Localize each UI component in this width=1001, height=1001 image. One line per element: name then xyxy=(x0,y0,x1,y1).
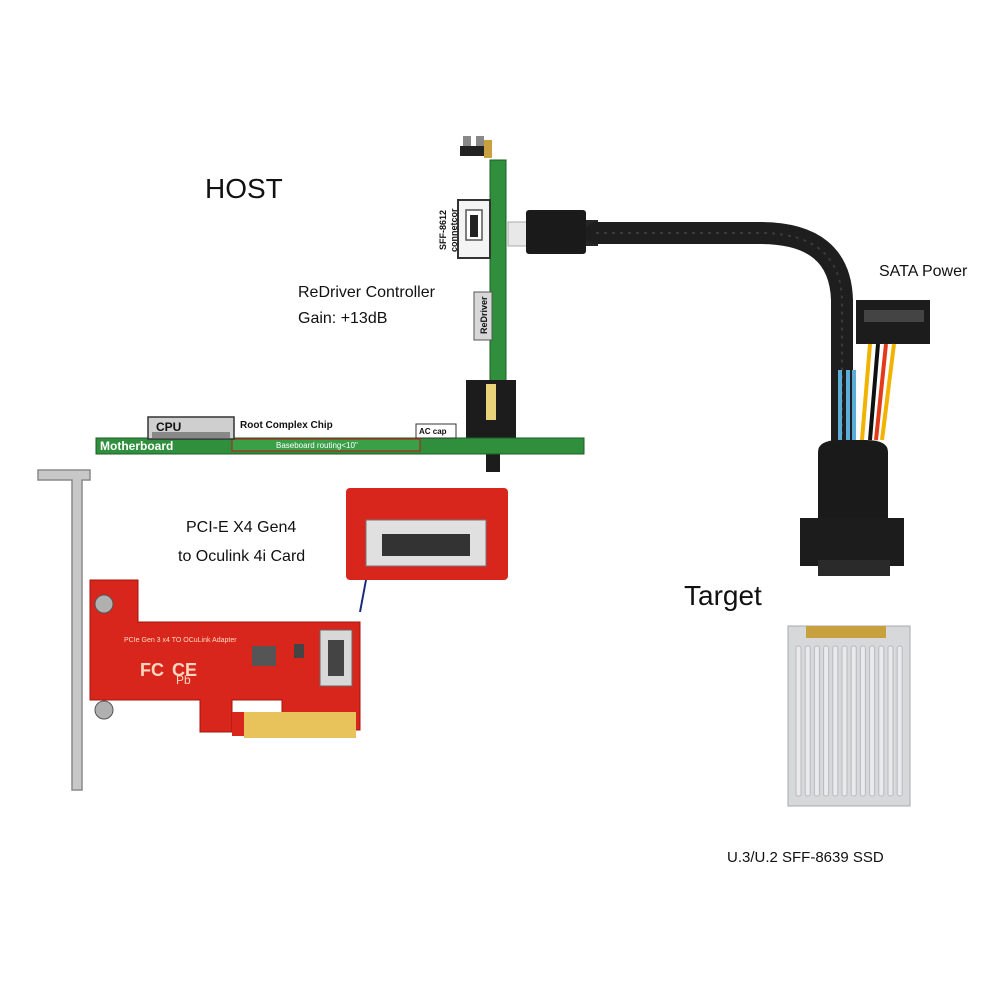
baseboard-routing xyxy=(231,438,421,452)
redriver-chip-label: ReDriver xyxy=(479,296,489,334)
sata-power-label: SATA Power xyxy=(879,263,968,280)
card-silk-title: PCIe Gen 3 x4 TO OCuLink Adapter xyxy=(124,637,237,644)
ssd-fin xyxy=(841,645,848,797)
fc-mark: FC xyxy=(140,660,164,680)
pcie-card-label-line2: to Oculink 4i Card xyxy=(178,548,306,565)
host-label: HOST xyxy=(205,173,283,204)
ssd-fin xyxy=(887,645,894,797)
ssd-fin xyxy=(823,645,830,797)
jumper-pins xyxy=(460,136,492,158)
socket-zoom-photo xyxy=(346,488,508,613)
target-label: Target xyxy=(684,580,762,611)
ssd-fin xyxy=(896,645,903,797)
ssd-fin xyxy=(795,645,802,797)
pcie-adapter-card xyxy=(37,469,361,791)
ac-cap-box xyxy=(415,423,457,439)
ac-cap-label: AC cap xyxy=(419,427,447,436)
sata-power-connector xyxy=(838,300,930,450)
ssd-fin xyxy=(859,645,866,797)
ssd-fin xyxy=(850,645,857,797)
pcie-pcb xyxy=(89,579,361,733)
oculink-plug xyxy=(526,210,586,254)
ssd-label: U.3/U.2 SFF-8639 SSD xyxy=(727,849,884,866)
motherboard-label: Motherboard xyxy=(100,439,173,453)
connector-label: SFF-8612 xyxy=(438,210,448,250)
root-complex-label: Root Complex Chip xyxy=(240,420,333,431)
pcie-gold-fingers xyxy=(244,712,356,738)
redriver-chip xyxy=(473,291,493,341)
routing-label: Baseboard routing<10" xyxy=(276,441,358,450)
ssd-fin xyxy=(878,645,885,797)
gain-label: Gain: +13dB xyxy=(298,310,388,327)
oculink-plug-tip xyxy=(507,221,529,247)
ssd-fin xyxy=(869,645,876,797)
ssd-fin xyxy=(813,645,820,797)
oculink-cable xyxy=(507,210,853,451)
cpu-label: CPU xyxy=(156,420,181,434)
motherboard-diagram xyxy=(95,136,585,472)
connector-label-2: connetcor xyxy=(449,208,459,252)
u2-connector xyxy=(800,440,904,576)
cable-braid xyxy=(585,222,853,451)
ssd-fin xyxy=(832,645,839,797)
pcie-bracket xyxy=(37,469,91,791)
ce-mark: CE xyxy=(172,660,197,680)
ssd-fin xyxy=(804,645,811,797)
redriver-controller-label: ReDriver Controller xyxy=(298,284,435,301)
pcie-card-label-line1: PCI-E X4 Gen4 xyxy=(186,519,297,536)
pb-mark: Pb xyxy=(176,673,191,687)
